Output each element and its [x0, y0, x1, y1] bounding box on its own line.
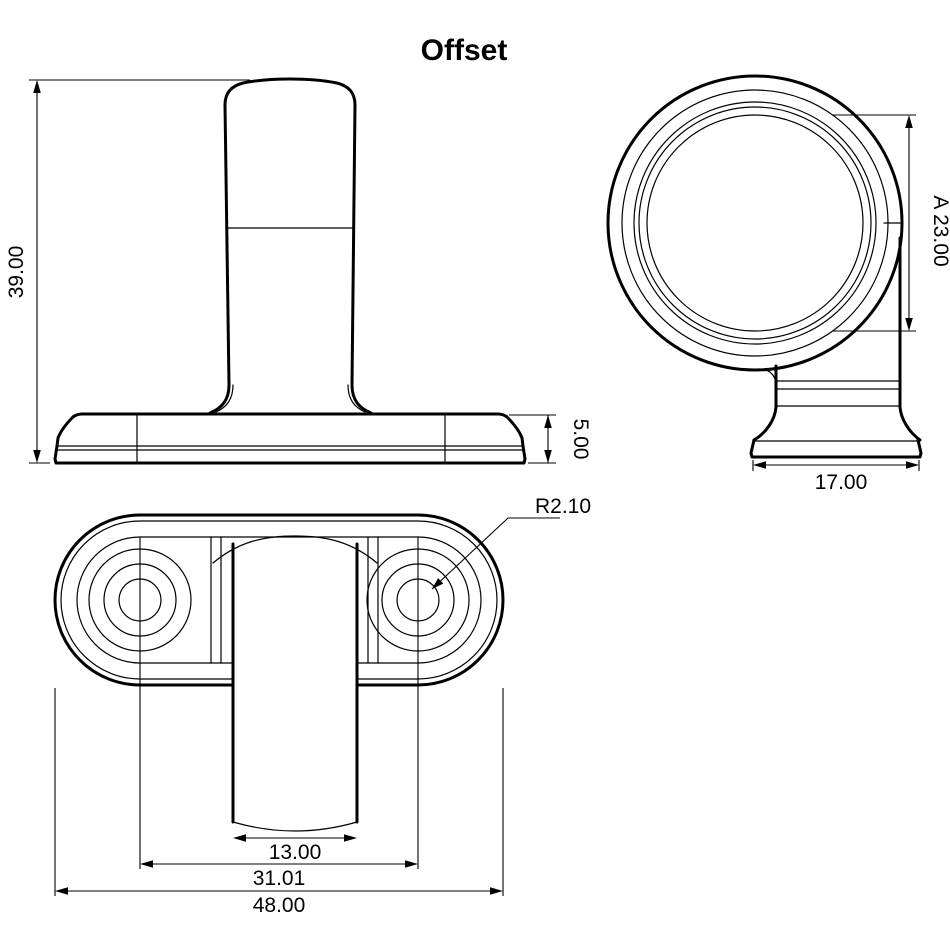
handle-left-edge — [223, 103, 231, 387]
plan-outer-outline — [53, 513, 505, 687]
base-bottom-edge — [53, 444, 527, 465]
flare-right — [898, 405, 922, 442]
dim-hole-spacing: 31.01 — [140, 860, 418, 890]
plan-handle-end-arc — [232, 821, 358, 832]
ring-outer-circle — [606, 74, 904, 372]
neck-fillet — [762, 368, 777, 385]
ring-bore-circle — [646, 114, 864, 332]
ring-circle-2 — [621, 89, 889, 357]
base-ogee-right — [505, 415, 525, 448]
leader-hole-radius: R2.10 — [431, 495, 591, 590]
front-view: 39.00 5.00 — [5, 77, 592, 465]
dim-base-width-label: 17.00 — [815, 471, 868, 494]
side-base-bottom — [749, 438, 923, 459]
plan-chamfer-outline — [60, 520, 498, 680]
drawing-title: Offset — [421, 34, 508, 67]
ring-circle-4 — [638, 106, 872, 340]
handle-arch — [212, 535, 378, 564]
fillet-left — [208, 383, 231, 415]
side-view: A 23.00 17.00 — [606, 74, 950, 494]
dim-base-width: 17.00 — [752, 460, 920, 494]
ring-circle-3 — [633, 101, 877, 345]
dim-height: 39.00 — [5, 79, 250, 464]
base-ogee-left — [55, 415, 75, 448]
dim-base-thickness: 5.00 — [509, 414, 592, 464]
plan-pocket-outline — [76, 536, 482, 664]
fillet-right-inner — [347, 384, 366, 413]
base-top-edge — [71, 412, 509, 419]
dim-bore-label: A 23.00 — [929, 195, 950, 266]
dim-height-label: 39.00 — [5, 246, 28, 299]
handle-outline — [223, 77, 357, 387]
dim-bore: A 23.00 — [832, 114, 950, 332]
fillet-left-inner — [215, 384, 234, 413]
dim-hole-radius-label: R2.10 — [535, 495, 591, 518]
dim-handle-width-label: 13.00 — [269, 841, 322, 864]
fillet-right — [350, 383, 373, 415]
dim-base-thickness-label: 5.00 — [569, 419, 592, 460]
plan-view: R2.10 13.00 31.01 48.00 — [53, 495, 591, 917]
dim-overall-width: 48.00 — [55, 887, 503, 917]
flare-left — [752, 405, 778, 442]
dim-hole-spacing-label: 31.01 — [253, 867, 306, 890]
dim-overall-width-label: 48.00 — [253, 894, 306, 917]
dim-handle-width: 13.00 — [233, 834, 357, 864]
